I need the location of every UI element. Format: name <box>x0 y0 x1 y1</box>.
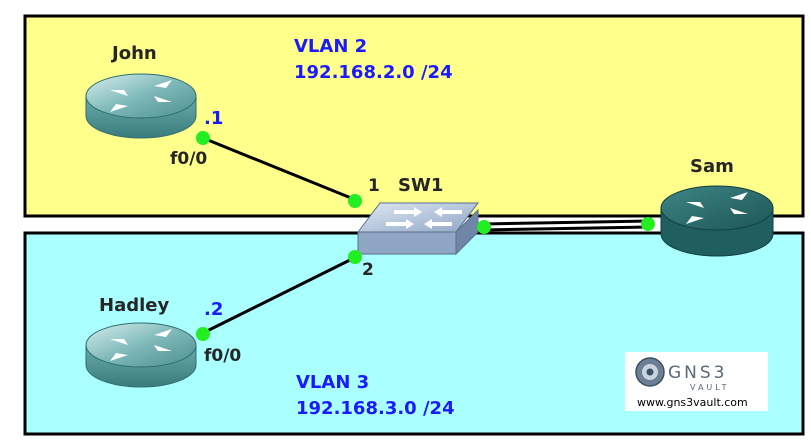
logo-sub: VAULT <box>690 383 730 392</box>
link-john-sw1 <box>202 136 357 202</box>
link-hadley-sw1 <box>202 255 357 335</box>
john-ip-label: .1 <box>204 108 223 129</box>
port-dot-sw1-1 <box>348 194 362 208</box>
link-sw1-sam-b <box>483 225 649 232</box>
john-label: John <box>110 43 157 64</box>
logo-brand: GNS3 <box>668 363 728 383</box>
hadley-ip-label: .2 <box>204 299 223 320</box>
vlan3-subnet: 192.168.3.0 /24 <box>296 398 455 419</box>
hadley-label: Hadley <box>99 295 169 316</box>
router-arrows-icon <box>110 329 172 361</box>
sw1-label: SW1 <box>398 175 443 196</box>
router-arrows-icon <box>110 80 172 112</box>
router-hadley[interactable] <box>85 322 197 388</box>
switch-arrows-icon <box>386 207 462 229</box>
port-dot-john <box>196 131 210 145</box>
router-sam[interactable] <box>660 185 774 257</box>
sam-label: Sam <box>690 156 734 177</box>
port-dot-sam <box>641 217 655 231</box>
sw1-port1-label: 1 <box>368 176 380 196</box>
logo-url: www.gns3vault.com <box>637 396 748 409</box>
router-arrows-icon <box>686 192 748 224</box>
vault-dial-icon <box>635 357 665 387</box>
vlan2-name: VLAN 2 <box>294 36 367 57</box>
john-port-label: f0/0 <box>170 149 207 169</box>
vlan3-name: VLAN 3 <box>296 372 369 393</box>
hadley-port-label: f0/0 <box>204 346 241 366</box>
router-john[interactable] <box>85 73 197 139</box>
port-dot-sw1-trunk <box>477 220 491 234</box>
link-sw1-sam-a <box>483 219 649 226</box>
port-dot-sw1-2 <box>348 250 362 264</box>
sw1-port2-label: 2 <box>362 260 374 280</box>
gns3-vault-logo: GNS3 VAULT www.gns3vault.com <box>625 352 768 411</box>
port-dot-hadley <box>196 327 210 341</box>
vlan2-subnet: 192.168.2.0 /24 <box>294 62 453 83</box>
switch-sw1[interactable] <box>356 202 480 256</box>
